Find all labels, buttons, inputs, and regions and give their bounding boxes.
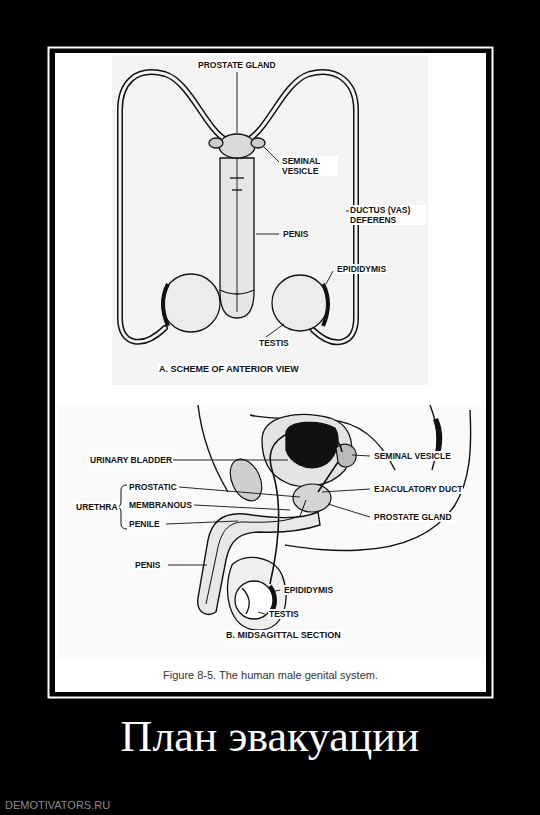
penis-shape xyxy=(232,189,242,190)
part-label: PENILE xyxy=(128,519,161,529)
testis-shape xyxy=(272,275,328,331)
leader-line xyxy=(237,72,238,133)
demotivator-frame xyxy=(55,53,486,692)
penis-shape xyxy=(220,155,254,318)
vas-deferens-inner xyxy=(120,72,226,342)
demotivator-frame xyxy=(49,48,493,698)
vas-deferens-outer xyxy=(120,72,226,342)
leader-line xyxy=(194,505,290,510)
figure-caption: Figure 8-5. The human male genital syste… xyxy=(55,669,486,682)
leader-line xyxy=(271,590,280,592)
vas-deferens-shape xyxy=(270,429,342,584)
prostate-shape xyxy=(293,484,331,512)
leader-line xyxy=(326,271,333,284)
part-label: PENIS xyxy=(282,229,310,239)
part-label: MEMBRANOUS xyxy=(128,500,193,510)
leader-line xyxy=(179,487,300,497)
prostate-shape xyxy=(251,138,265,148)
prostate-shape xyxy=(209,138,223,148)
part-label: SEMINAL VESICLE xyxy=(281,156,338,176)
part-label: URINARY BLADDER xyxy=(89,455,173,465)
vas-deferens-outer xyxy=(248,72,356,342)
testis-shape xyxy=(162,274,328,332)
part-label: EPIDIDYMIS xyxy=(283,585,334,595)
part-label: DUCTUS (VAS) DEFERENS xyxy=(349,205,426,225)
leader-line xyxy=(237,72,359,337)
part-label: PROSTATE GLAND xyxy=(197,60,277,70)
leader-line xyxy=(166,521,238,524)
leader-line xyxy=(264,147,279,162)
scrotum-shape xyxy=(242,588,249,614)
part-label: TESTIS xyxy=(268,609,300,619)
leader-line xyxy=(266,324,284,337)
part-label: EPIDIDYMIS xyxy=(336,264,387,274)
scrotum-shape xyxy=(227,557,286,630)
leader-line xyxy=(170,460,288,461)
demotivator-frame xyxy=(58,405,486,660)
leader-line xyxy=(328,504,370,517)
demotivator-title: План эвакуации xyxy=(0,712,540,762)
part-label: PROSTATE GLAND xyxy=(373,512,453,522)
leader-line xyxy=(166,455,370,614)
testis-shape xyxy=(162,274,220,332)
part-label: PENIS xyxy=(134,560,162,570)
vas-deferens-shape xyxy=(318,462,338,492)
prostate-shape xyxy=(293,484,331,512)
body-outline xyxy=(198,405,228,492)
leader-line xyxy=(352,455,370,456)
part-label: TESTIS xyxy=(258,338,290,348)
testis-shape xyxy=(323,284,328,326)
leader-line xyxy=(256,234,279,235)
scrotum-shape xyxy=(227,557,286,630)
leader-line xyxy=(168,565,207,566)
leader-line xyxy=(322,489,370,492)
vas-deferens-outer xyxy=(120,72,356,342)
part-label: PROSTATIC xyxy=(128,482,178,492)
pubic-bone xyxy=(224,454,268,506)
vas-deferens-inner xyxy=(120,72,356,342)
demotivator-frame xyxy=(49,48,493,698)
seminal-vesicle-shape xyxy=(336,444,356,467)
vas-deferens-shape xyxy=(270,429,342,584)
leader-line xyxy=(258,612,265,614)
prostate-shape xyxy=(209,134,265,158)
prostate-shape xyxy=(219,134,255,158)
panel-heading: B. MIDSAGITTAL SECTION xyxy=(225,630,342,641)
watermark: DEMOTIVATORS.RU xyxy=(5,799,110,812)
testis-shape xyxy=(163,284,168,326)
demotivator-frame xyxy=(112,55,428,385)
vas-deferens-inner xyxy=(248,72,356,342)
part-label: SEMINAL VESICLE xyxy=(373,451,452,461)
seminal-vesicle-shape xyxy=(336,444,356,467)
penis-shape xyxy=(230,177,244,178)
part-label: URETHRA xyxy=(75,502,119,512)
panel-heading: A. SCHEME OF ANTERIOR VIEW xyxy=(158,364,300,375)
part-label: EJACULATORY DUCT xyxy=(373,484,463,494)
pubic-bone xyxy=(224,454,268,506)
